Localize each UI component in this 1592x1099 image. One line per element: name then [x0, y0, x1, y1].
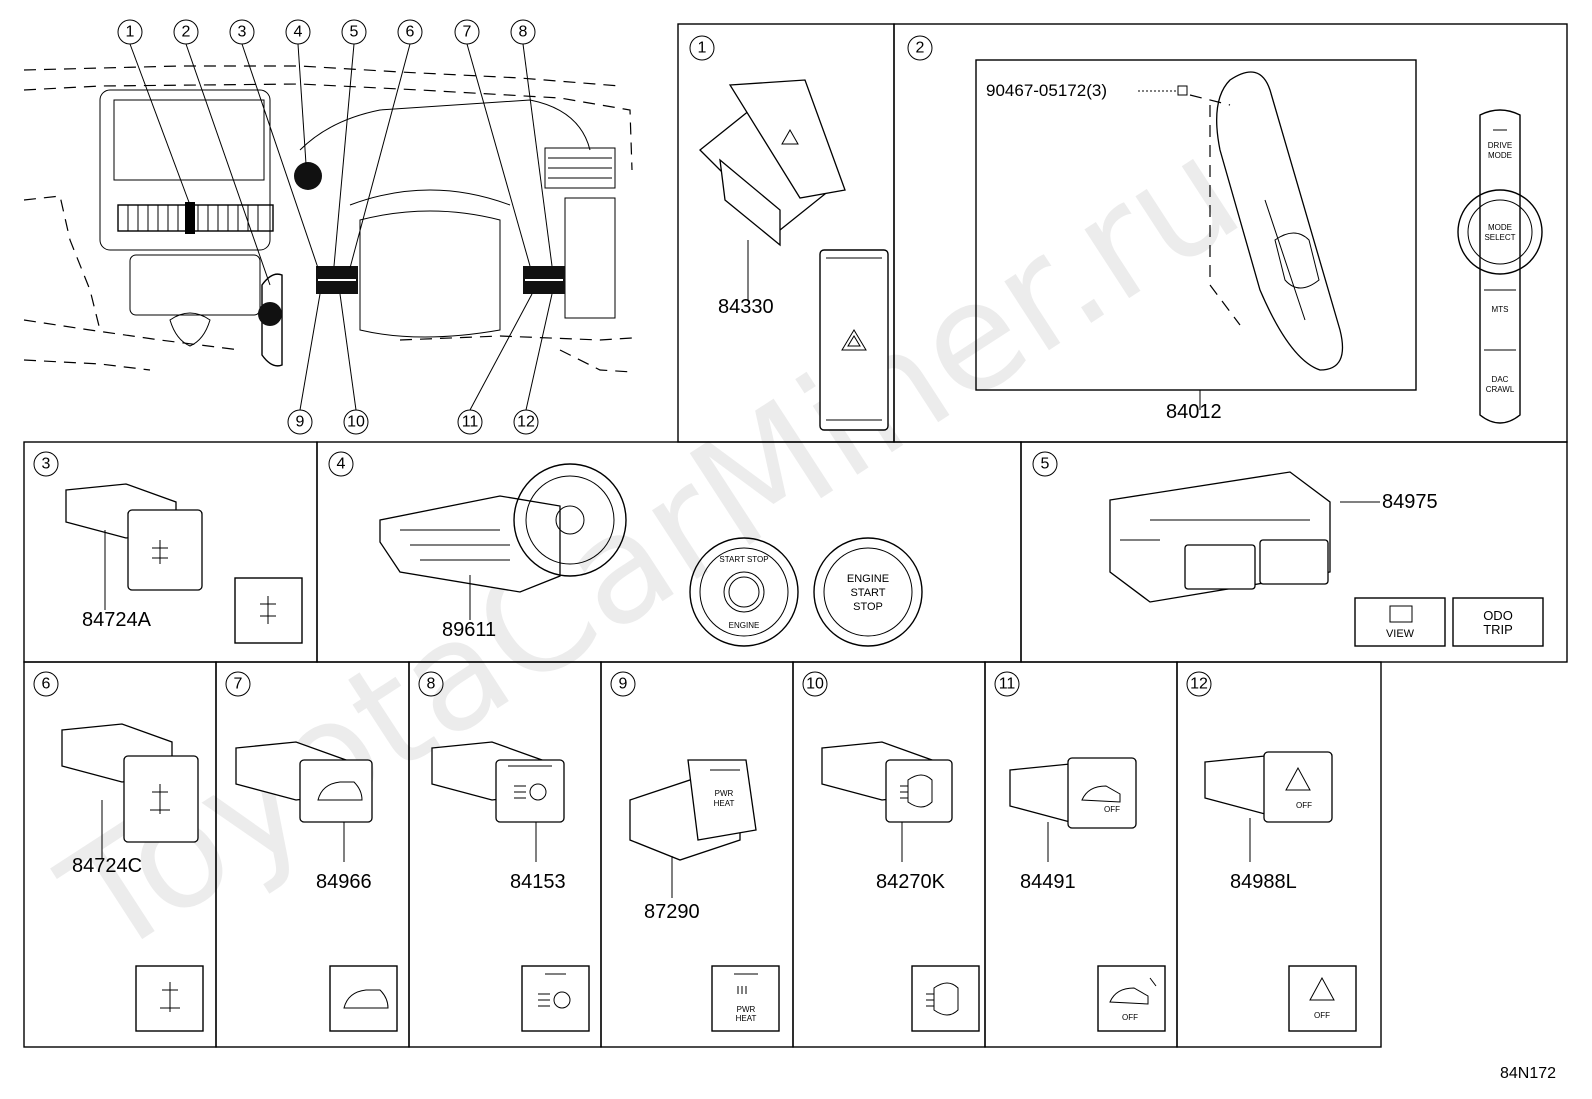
callout-9 [287, 409, 313, 435]
callout-6-label: 6 [406, 24, 415, 41]
label-trip: TRIP [1483, 622, 1513, 637]
callout-7-label: 7 [463, 24, 472, 41]
callout-2-label: 2 [182, 24, 191, 41]
panel-8-number: 8 [427, 676, 436, 693]
panel-9: 9 PWR HEAT 87290 PWR HEAT [610, 671, 780, 1032]
label-crawl: CRAWL [1486, 385, 1515, 394]
label-mode: MODE [1488, 223, 1512, 232]
overview-callouts: 1 2 3 4 5 6 7 8 9 10 11 12 [117, 19, 539, 435]
part-84988L: 84988L [1230, 871, 1297, 893]
part-84966: 84966 [316, 871, 372, 893]
panel-6: 6 84724C [33, 671, 204, 1032]
callout-1-label: 1 [126, 24, 135, 41]
part-84724C: 84724C [72, 855, 142, 877]
label-off-11: OFF [1122, 1013, 1138, 1022]
part-87290: 87290 [644, 901, 700, 923]
callout-2 [173, 19, 199, 45]
callout-3 [229, 19, 255, 45]
callout-12-label: 12 [517, 414, 535, 431]
callout-4-label: 4 [294, 24, 303, 41]
panel-1: 1 84330 [689, 35, 889, 431]
callout-leaders [129, 43, 553, 411]
callout-1 [117, 19, 143, 45]
part-84975: 84975 [1382, 491, 1438, 513]
callout-10 [343, 409, 369, 435]
callout-12 [513, 409, 539, 435]
label-dac: DAC [1492, 375, 1509, 384]
callout-10-label: 10 [347, 414, 365, 431]
label-off-12: OFF [1314, 1011, 1330, 1020]
panel-4-number: 4 [337, 456, 346, 473]
label-drive-mode: MODE [1488, 151, 1512, 160]
panel-8: 8 84153 [418, 671, 590, 1032]
panel-4: 4 89611 START STOP ENGINE ENGINE START S… [328, 451, 923, 647]
panel-12-number: 12 [1190, 676, 1208, 693]
label-select: SELECT [1484, 233, 1515, 242]
label-drive: DRIVE [1488, 141, 1512, 150]
panel-11: 11 OFF 84491 OFF [994, 671, 1166, 1032]
panel-1-number: 1 [698, 40, 707, 57]
label-mts: MTS [1492, 305, 1509, 314]
panel-10-number: 10 [806, 676, 824, 693]
part-84153: 84153 [510, 871, 566, 893]
callout-4 [285, 19, 311, 45]
part-84330: 84330 [718, 296, 774, 318]
panel-frames [23, 23, 1568, 1048]
label-btn-stop: STOP [853, 601, 883, 613]
part-84724A: 84724A [82, 609, 152, 631]
panel-12: 12 OFF 84988L OFF [1186, 671, 1357, 1032]
part-84491: 84491 [1020, 871, 1076, 893]
panel-11-number: 11 [999, 676, 1016, 693]
label-btn-start: START [850, 587, 885, 599]
panel-3-number: 3 [42, 456, 51, 473]
callout-5-label: 5 [350, 24, 359, 41]
panel-9-number: 9 [619, 676, 628, 693]
dashboard-overview [23, 65, 633, 373]
watermark: ToyotaCarMiner.ru [34, 104, 1269, 990]
callout-6 [397, 19, 423, 45]
callout-11 [457, 409, 483, 435]
label-start-stop: START STOP [719, 555, 768, 564]
label-pwr: PWR [737, 1005, 756, 1014]
callout-8 [510, 19, 536, 45]
part-84270K: 84270K [876, 871, 946, 893]
panel-5: 5 84975 VIEW ODO TRIP [1032, 451, 1544, 647]
callout-9-label: 9 [296, 414, 305, 431]
label-odo: ODO [1483, 608, 1513, 623]
panel-5-number: 5 [1041, 456, 1050, 473]
label-off-switch-12: OFF [1296, 801, 1312, 810]
label-btn-engine: ENGINE [847, 573, 889, 585]
label-engine: ENGINE [729, 621, 760, 630]
label-pwr-switch: PWR [715, 789, 734, 798]
part-90467-05172: 90467-05172(3) [986, 81, 1107, 100]
callout-3-label: 3 [238, 24, 247, 41]
label-view: VIEW [1386, 628, 1415, 640]
callout-5 [341, 19, 367, 45]
panel-10: 10 84270K [802, 671, 980, 1032]
panel-7-number: 7 [234, 676, 243, 693]
callout-8-label: 8 [519, 24, 528, 41]
label-heat-switch: HEAT [714, 799, 735, 808]
callout-7 [454, 19, 480, 45]
panel-2-number: 2 [916, 40, 925, 57]
panel-3: 3 84724A [33, 451, 303, 644]
diagram-code: 84N172 [1500, 1065, 1556, 1082]
panel-2: 2 90467-05172(3) 84012 DRIVE MODE MODE S… [907, 35, 1543, 424]
callout-11-label: 11 [462, 414, 479, 431]
label-heat: HEAT [736, 1014, 757, 1023]
part-84012: 84012 [1166, 401, 1222, 423]
panel-7: 7 84966 [225, 671, 398, 1032]
panel-6-number: 6 [42, 676, 51, 693]
part-89611: 89611 [442, 619, 496, 641]
label-off-switch-11: OFF [1104, 805, 1120, 814]
